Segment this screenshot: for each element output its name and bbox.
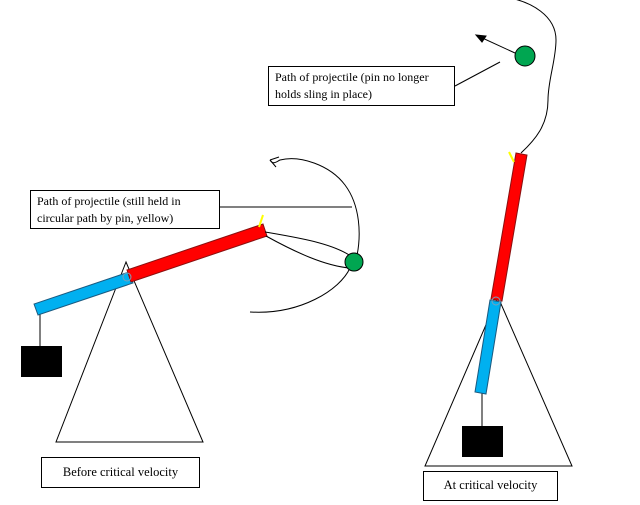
caption-before: Before critical velocity: [41, 457, 200, 488]
annotation-leader-right: [454, 61, 501, 87]
projectile-path-left: [249, 158, 360, 313]
trajectory-arrowhead: [474, 34, 487, 43]
caption-before-text: Before critical velocity: [62, 465, 179, 479]
annotation-path-after: Path of projectile (pin no longer holds …: [268, 66, 455, 106]
counterweight-left: [21, 346, 62, 377]
long-arm-right: [490, 152, 528, 302]
short-arm-right: [474, 299, 502, 395]
annotation-path-before: Path of projectile (still held in circul…: [30, 190, 220, 229]
frame-triangle-left: [55, 260, 204, 443]
after-trebuchet: [424, 0, 573, 467]
caption-after-text: At critical velocity: [443, 478, 538, 492]
short-arm-left: [33, 271, 134, 316]
projectile-path-left-arrow: [269, 156, 280, 168]
sling-left-lower: [265, 235, 351, 269]
long-arm-left: [126, 223, 268, 283]
sling-left: [264, 231, 357, 261]
annotation-path-before-text: Path of projectile (still held in circul…: [37, 194, 181, 225]
counterweight-right: [462, 426, 503, 457]
pin-left: [258, 214, 264, 228]
annotation-path-after-text: Path of projectile (pin no longer holds …: [275, 70, 429, 101]
caption-after: At critical velocity: [423, 471, 558, 501]
before-trebuchet: [21, 156, 364, 443]
frame-triangle-right: [424, 295, 573, 467]
pivot-right: [491, 296, 501, 306]
pivot-left: [122, 272, 132, 282]
projectile-path-right: [516, 0, 557, 154]
projectile-left: [344, 252, 364, 272]
pin-right: [508, 151, 515, 163]
projectile-right: [514, 45, 536, 67]
